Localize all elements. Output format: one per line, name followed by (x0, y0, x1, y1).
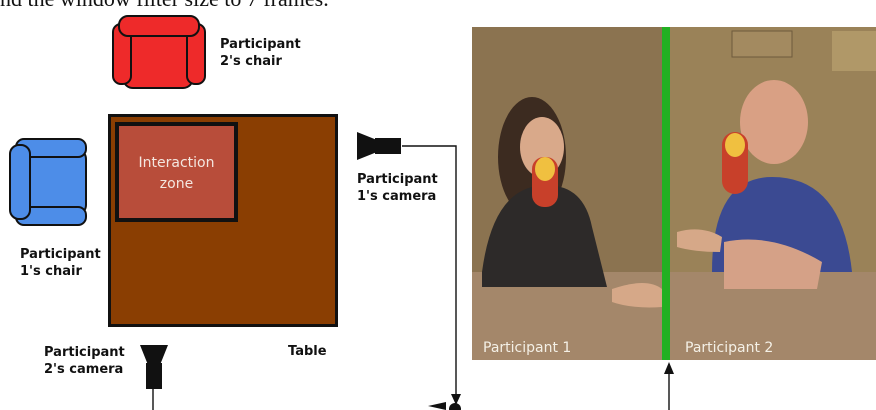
participant-2-chair-label: Participant 2's chair (220, 37, 301, 69)
table-label: Table (288, 344, 327, 359)
participant-1-chair (9, 138, 87, 226)
video-frame (472, 27, 876, 360)
participant-1-chair-label: Participant 1's chair (20, 247, 101, 279)
participant-2-camera-label: Participant 2's camera (44, 345, 125, 377)
interaction-zone (115, 122, 238, 222)
video-label-participant-1: Participant 1 (483, 340, 572, 356)
video-label-participant-2: Participant 2 (685, 340, 774, 356)
interaction-zone-label: Interaction zone (138, 155, 215, 192)
participant-2-chair (112, 15, 206, 89)
participant-1-camera-label: Participant 1's camera (357, 172, 438, 204)
top-caption: nd the window filter size to 7 frames. (0, 0, 329, 12)
participant-2-camera-icon (140, 345, 168, 389)
participant-1-camera-icon (357, 132, 401, 160)
